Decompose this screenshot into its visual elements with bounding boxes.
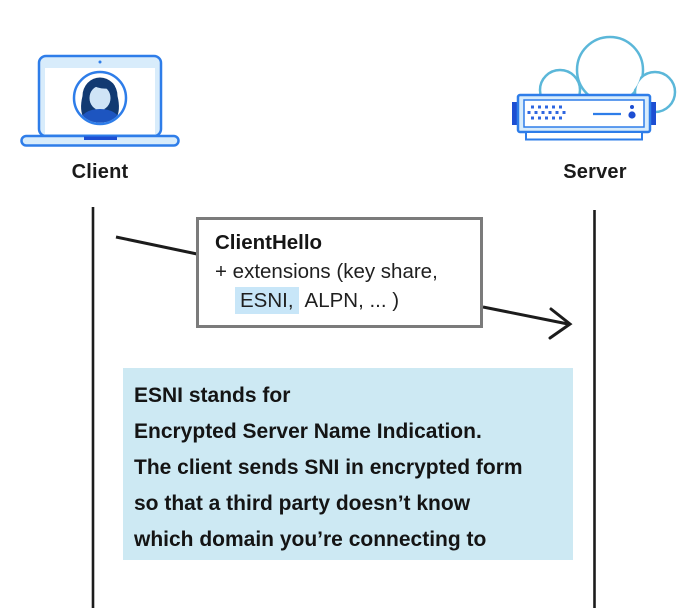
message-extensions-line: + extensions (key share, xyxy=(215,260,438,283)
message-rest-tokens: ALPN, ... ) xyxy=(304,289,400,312)
esni-highlight-chip: ESNI, xyxy=(235,287,299,314)
note-line: Encrypted Server Name Indication. xyxy=(134,420,482,443)
note-line: so that a third party doesn’t know xyxy=(134,492,471,515)
avatar xyxy=(75,73,125,123)
message-esni-line: ESNI,ALPN, ... ) xyxy=(235,286,480,315)
note-line: ESNI stands for xyxy=(134,384,291,407)
client-label: Client xyxy=(71,161,129,183)
note-line: The client sends SNI in encrypted form xyxy=(134,456,523,479)
message-line-end xyxy=(482,305,569,326)
message-line-start xyxy=(115,235,198,256)
client-laptop-icon xyxy=(20,54,180,147)
arrowhead-icon xyxy=(548,307,573,340)
clienthello-message-box: ClientHello + extensions (key share, ESN… xyxy=(196,217,483,328)
server-label: Server xyxy=(563,161,627,183)
note-line: which domain you’re connecting to xyxy=(134,528,487,551)
server-cloud-icon xyxy=(512,35,677,141)
esni-note-box: ESNI stands for Encrypted Server Name In… xyxy=(123,368,573,560)
message-title: ClientHello xyxy=(215,231,323,254)
server-vent-dots xyxy=(527,105,566,120)
server-rack-icon xyxy=(512,93,656,141)
